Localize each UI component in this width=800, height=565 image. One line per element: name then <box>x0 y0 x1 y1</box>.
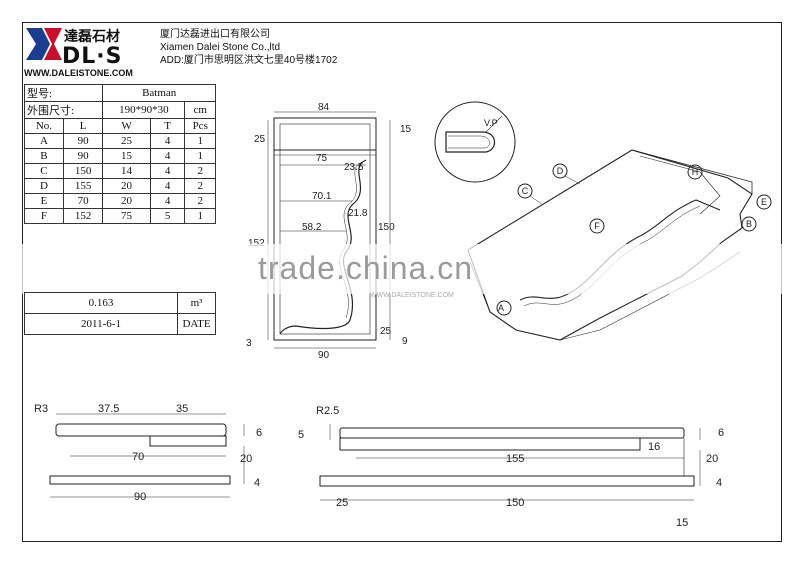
detail-label: V.P <box>484 118 498 128</box>
dim-5: 5 <box>298 429 304 441</box>
iso-label-e: E <box>761 197 767 207</box>
spec-table: 型号: Batman 外围尺寸: 190*90*30 cm No. L W T … <box>23 84 216 224</box>
table-row: 外围尺寸: 190*90*30 cm <box>23 101 216 119</box>
dim-bottom-9: 9 <box>402 336 408 347</box>
logo-emblem-icon <box>26 28 62 60</box>
logo-chinese-name: 達磊石材 <box>64 28 120 44</box>
dim-inner-582: 58.2 <box>302 222 322 233</box>
company-address: ADD:厦门市思明区洪文七里40号楼1702 <box>160 55 338 66</box>
company-english-name: Xiamen Dalei Stone Co.,ltd <box>160 42 281 53</box>
company-chinese-name: 厦门达磊进出口有限公司 <box>160 29 270 40</box>
watermark-text: trade.china.cn <box>258 250 474 286</box>
dim-r2-5: R2.5 <box>316 405 339 417</box>
dim-r3: R3 <box>34 403 48 415</box>
table-cell: 15 <box>102 148 151 164</box>
dim-155: 155 <box>506 453 524 465</box>
dim-90: 90 <box>134 491 146 503</box>
table-cell: 5 <box>149 208 186 224</box>
spec-summary-table: 0.163 m³ 2011-6-1 DATE <box>24 292 216 335</box>
company-info: 厦门达磊进出口有限公司 Xiamen Dalei Stone Co.,ltd A… <box>160 28 337 67</box>
watermark-url: WWW.DALEISTONE.COM <box>370 292 454 299</box>
dim-25: 25 <box>336 497 348 509</box>
dim-4-right: 4 <box>716 477 722 489</box>
table-row: 2011-6-1 DATE <box>24 313 216 335</box>
logo-url: WWW.DALEISTONE.COM <box>24 68 133 78</box>
date-label: DATE <box>177 313 216 335</box>
iso-label-h: H <box>692 167 699 177</box>
iso-label-f: F <box>594 221 600 231</box>
dim-right-height: 150 <box>378 222 395 233</box>
watermark-band <box>0 244 800 294</box>
table-cell: 75 <box>102 208 151 224</box>
dim-bottom-3: 3 <box>246 338 252 349</box>
dim-4-left: 4 <box>254 477 260 489</box>
dim-inner-218: 21.8 <box>348 208 368 219</box>
left-section-view <box>49 413 245 498</box>
date-value: 2011-6-1 <box>24 313 178 335</box>
volume-value: 0.163 <box>24 292 178 314</box>
dim-150: 150 <box>506 497 524 509</box>
dim-left-height: 152 <box>248 238 265 249</box>
table-cell: 1 <box>184 208 216 224</box>
dim-inner-701: 70.1 <box>312 191 332 202</box>
size-label: 外围尺寸: <box>23 101 104 119</box>
table-cell: 90 <box>62 148 104 164</box>
iso-label-a: A <box>498 303 504 313</box>
dim-35: 35 <box>176 403 188 415</box>
table-cell: 4 <box>149 193 186 209</box>
dim-left-top: 25 <box>254 134 266 145</box>
logo-mark: DL·S <box>62 44 123 69</box>
iso-label-c: C <box>522 186 529 196</box>
volume-unit: m³ <box>177 292 216 314</box>
dim-bottom-width: 90 <box>318 350 330 361</box>
table-cell: 1 <box>184 133 216 149</box>
dim-15: 15 <box>676 517 688 529</box>
iso-label-b: B <box>746 219 752 229</box>
dim-16: 16 <box>648 441 660 453</box>
table-cell: 25 <box>102 133 151 149</box>
dim-right-top: 15 <box>400 124 412 135</box>
size-value: 190*90*30 <box>102 101 186 119</box>
right-section-view <box>319 424 701 501</box>
dim-bottom-25: 25 <box>380 326 392 337</box>
company-logo: 達磊石材 DL·S WWW.DALEISTONE.COM <box>24 24 150 82</box>
dim-6-right: 6 <box>718 427 724 439</box>
dim-70: 70 <box>132 451 144 463</box>
dim-37-5: 37.5 <box>98 403 119 415</box>
dim-6-left: 6 <box>256 427 262 439</box>
dim-top-width: 84 <box>318 102 330 113</box>
profile-detail <box>434 101 516 183</box>
table-row: 型号: Batman <box>23 84 216 102</box>
table-cell: 152 <box>62 208 104 224</box>
table-header-row: No. L W T Pcs <box>24 118 216 134</box>
dim-20-right: 20 <box>706 453 718 465</box>
dim-20-left: 20 <box>240 453 252 465</box>
dim-inner-75: 75 <box>316 153 328 164</box>
table-cell: F <box>24 208 64 224</box>
dim-inner-235: 23.5 <box>344 162 364 173</box>
table-row: 0.163 m³ <box>24 292 216 314</box>
plan-view <box>267 111 391 349</box>
iso-label-d: D <box>557 166 564 176</box>
